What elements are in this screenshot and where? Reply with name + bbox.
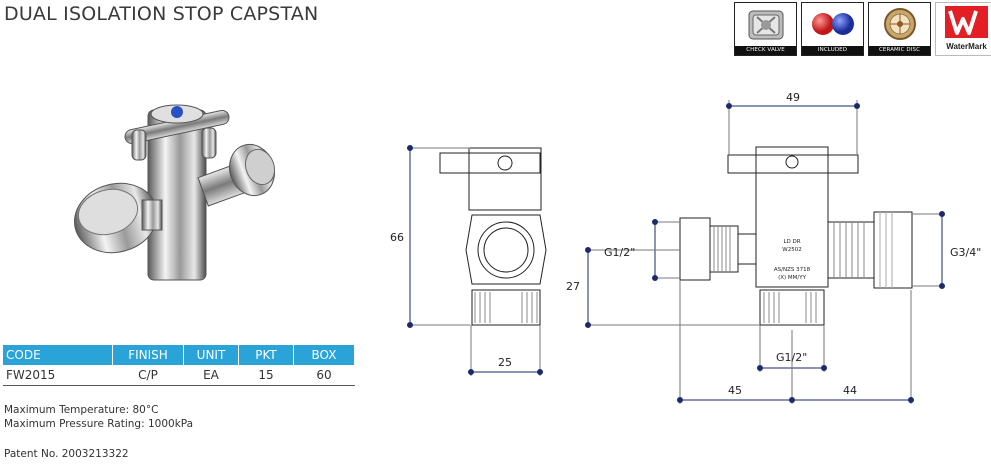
feature-badges: CHECK VALVE INCLUDED CERAMIC DISC WaterM…: [734, 2, 991, 56]
badge-ceramic-disc: CERAMIC DISC: [868, 2, 931, 56]
front-body: [755, 146, 829, 288]
front-left-nut: [679, 217, 711, 281]
dim-top-width: 49: [786, 91, 800, 104]
dim-center-height: 27: [566, 280, 580, 293]
spec-table: CODE FINISH UNIT PKT BOX FW2015 C/P EA 1…: [3, 345, 355, 386]
patent-number: Patent No. 2003213322: [4, 448, 129, 460]
body-marking: (X) MM/YY: [778, 275, 807, 281]
max-pressure: Maximum Pressure Rating: 1000kPa: [4, 418, 194, 430]
front-handle: [727, 154, 859, 174]
page-title: DUAL ISOLATION STOP CAPSTAN: [4, 3, 319, 25]
dim-right-span: 44: [843, 384, 857, 397]
spec-notes: Maximum Temperature: 80°C Maximum Pressu…: [4, 403, 193, 431]
side-handle: [439, 152, 541, 174]
cell-unit: EA: [183, 365, 239, 386]
watermark-logo-icon: [945, 6, 988, 38]
badge-label: INCLUDED: [802, 46, 863, 55]
cell-finish: C/P: [112, 365, 184, 386]
front-handle-hub: [785, 155, 799, 169]
col-unit: UNIT: [183, 345, 239, 365]
side-bottom-thread: [471, 289, 541, 326]
badge-label: CHECK VALVE: [735, 46, 796, 55]
front-right-nut: [873, 211, 913, 289]
included-handles-icon: [812, 13, 854, 35]
col-pkt: PKT: [238, 345, 294, 365]
dimension-lines: [407, 100, 945, 404]
cell-box: 60: [293, 365, 355, 386]
side-port-circle: [477, 221, 535, 279]
dim-outlet-right: G3/4": [950, 246, 981, 259]
side-handle-hub: [497, 155, 513, 171]
cell-code: FW2015: [3, 365, 113, 386]
dim-height: 66: [390, 231, 404, 244]
col-box: BOX: [293, 345, 355, 365]
badge-included: INCLUDED: [801, 2, 864, 56]
side-hex-nut: [465, 214, 547, 285]
watermark-label: WaterMark: [946, 42, 987, 51]
table-row: FW2015 C/P EA 15 60: [3, 365, 355, 386]
badge-check-valve: CHECK VALVE: [734, 2, 797, 56]
dim-left-span: 45: [728, 384, 742, 397]
body-marking: LD DR: [783, 239, 800, 245]
table-header-row: CODE FINISH UNIT PKT BOX: [3, 345, 355, 365]
front-bottom-thread: [759, 289, 825, 326]
dim-side-width: 25: [498, 356, 512, 369]
col-finish: FINISH: [112, 345, 184, 365]
dim-inlet-left: G1/2": [604, 246, 635, 259]
product-image: [73, 104, 276, 281]
front-right-thread: [827, 221, 875, 279]
body-marking: AS/NZS 3718: [774, 267, 811, 273]
side-body-top: [468, 147, 542, 211]
ceramic-disc-icon: [884, 8, 916, 40]
max-temperature: Maximum Temperature: 80°C: [4, 404, 159, 416]
check-valve-icon: [748, 10, 784, 40]
badge-watermark: WaterMark: [935, 2, 991, 56]
badge-label: CERAMIC DISC: [869, 46, 930, 55]
dim-bottom-thread: G1/2": [776, 351, 807, 364]
cell-pkt: 15: [238, 365, 294, 386]
col-code: CODE: [3, 345, 113, 365]
body-marking: W2502: [782, 247, 801, 253]
